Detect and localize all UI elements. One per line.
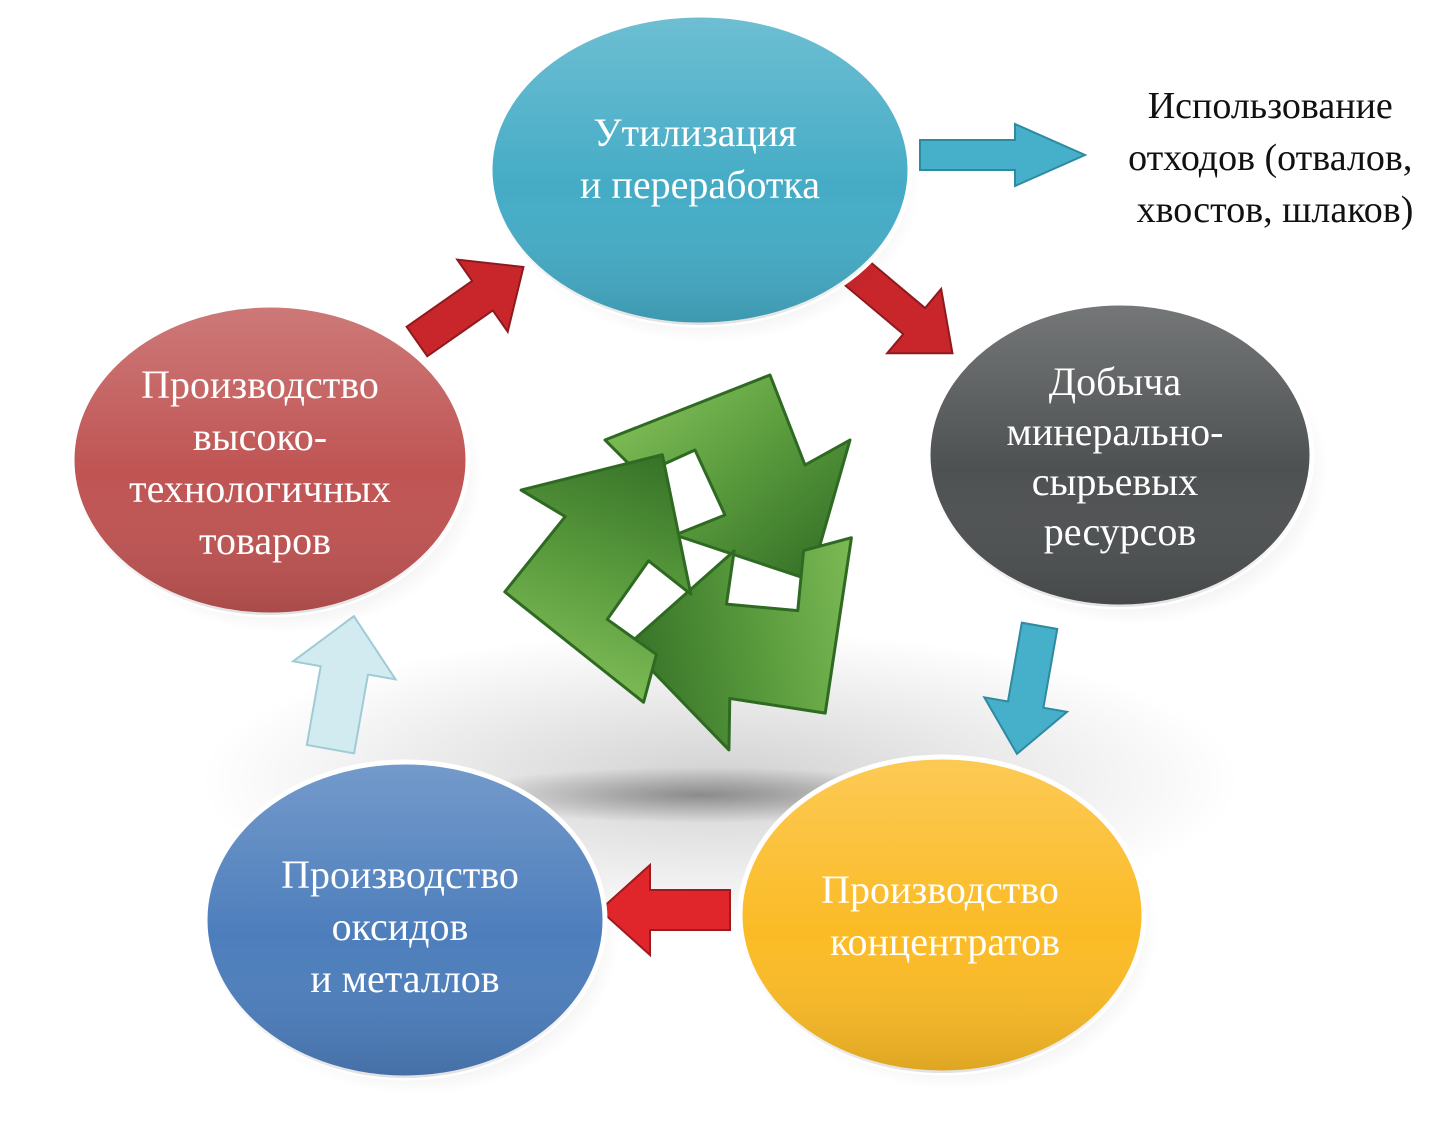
node-oxides-line-1: Производство (281, 852, 519, 897)
waste-use-line-3: хвостов, шлаков) (1137, 189, 1414, 231)
arrow-recycling-to-waste-use (919, 122, 1088, 188)
node-hightech-line-4: товаров (199, 518, 331, 563)
node-mining-line-1: Добыча (1049, 359, 1182, 404)
node-hightech-line-3: технологичных (129, 466, 391, 511)
node-hightech: Производство высоко- технологичных товар… (69, 302, 483, 633)
node-concentrates-line-2: концентратов (830, 919, 1060, 964)
node-recycling: Утилизация и переработка (487, 12, 920, 343)
node-mining-label: Добыча минерально- сырьевых ресурсов (1007, 359, 1234, 554)
node-mining-line-4: ресурсов (1044, 509, 1197, 554)
node-hightech-label: Производство высоко- технологичных товар… (129, 362, 401, 563)
waste-use-line-1: Использование (1148, 85, 1393, 127)
arrow-oxides-to-hightech (290, 614, 398, 755)
node-hightech-line-1: Производство (141, 362, 379, 407)
node-recycling-line-1: Утилизация (593, 110, 796, 155)
arrow-mining-to-concentrates (982, 621, 1070, 756)
arrow-concentrates-to-oxides (598, 862, 731, 958)
node-mining-line-3: сырьевых (1032, 459, 1198, 504)
node-recycling-label: Утилизация и переработка (580, 110, 820, 207)
node-recycling-line-2: и переработка (580, 162, 820, 207)
node-concentrates-label: Производство концентратов (821, 867, 1069, 964)
node-hightech-line-2: высоко- (193, 414, 327, 459)
node-mining-line-2: минерально- (1007, 409, 1224, 454)
node-concentrates: Производство концентратов (737, 754, 1158, 1090)
node-mining: Добыча минерально- сырьевых ресурсов (925, 300, 1328, 625)
node-concentrates-line-1: Производство (821, 867, 1059, 912)
node-oxides-line-2: оксидов (332, 904, 469, 949)
waste-use-label: Использование отходов (отвалов, хвостов,… (1128, 85, 1422, 231)
node-oxides-line-3: и металлов (310, 956, 499, 1001)
node-oxides: Производство оксидов и металлов (202, 759, 620, 1095)
node-oxides-label: Производство оксидов и металлов (281, 852, 529, 1001)
arrow-hightech-to-recycling (405, 258, 525, 358)
waste-use-line-2: отходов (отвалов, (1128, 137, 1412, 179)
